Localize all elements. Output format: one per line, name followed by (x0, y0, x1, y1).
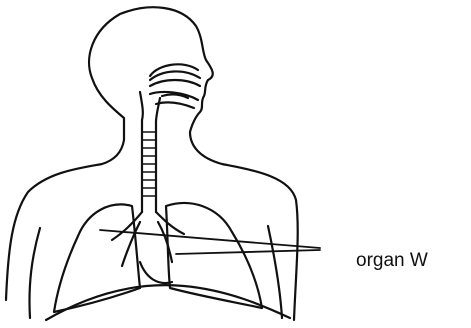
lung-right (166, 203, 262, 308)
arm-left (29, 228, 40, 318)
pointer-line-lower (176, 250, 320, 254)
heart (140, 262, 172, 283)
diaphragm (46, 285, 290, 320)
arm-right (268, 226, 282, 318)
oral-cavity (150, 92, 198, 100)
pharynx (140, 92, 143, 120)
organ-w-label: organ W (356, 251, 428, 270)
